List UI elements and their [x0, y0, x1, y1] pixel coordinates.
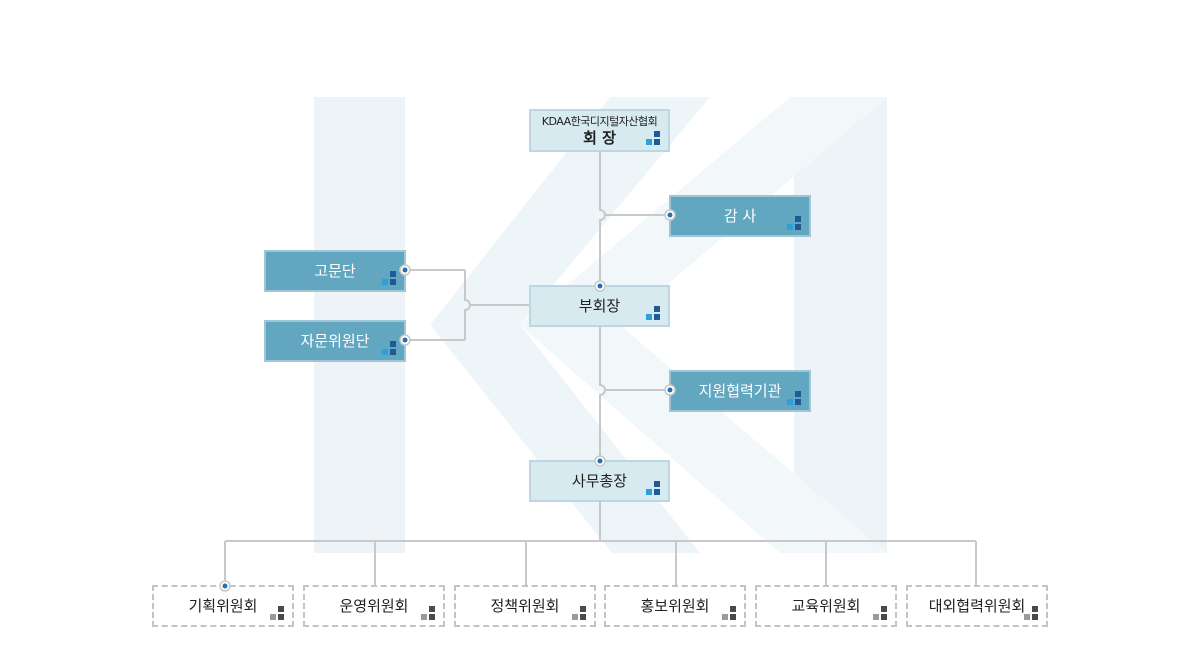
support-agency-label: 지원협력기관: [698, 382, 782, 400]
square-blocks-icon: [421, 606, 435, 620]
committee-box-education: 교육위원회: [755, 585, 897, 627]
square-blocks-icon: [382, 271, 396, 285]
committee-label: 운영위원회: [339, 597, 409, 615]
consulting-committee-label: 자문위원단: [300, 332, 370, 350]
committee-box-operations: 운영위원회: [303, 585, 445, 627]
secretary-general-label: 사무총장: [571, 472, 628, 490]
square-blocks-icon: [270, 606, 284, 620]
president-label: 회 장: [583, 128, 616, 147]
audit-label: 감 사: [723, 207, 757, 225]
committee-label: 기획위원회: [188, 597, 258, 615]
square-blocks-icon: [873, 606, 887, 620]
secretary-general-box: 사무총장: [529, 460, 670, 502]
consulting-committee-box: 자문위원단: [264, 320, 406, 362]
square-blocks-icon: [1024, 606, 1038, 620]
committee-label: 홍보위원회: [640, 597, 710, 615]
president-box: KDAA한국디지털자산협회 회 장: [529, 109, 670, 152]
square-blocks-icon: [572, 606, 586, 620]
advisory-group-box: 고문단: [264, 250, 406, 292]
square-blocks-icon: [646, 481, 660, 495]
committee-label: 교육위원회: [791, 597, 861, 615]
vice-president-label: 부회장: [578, 297, 621, 315]
committee-box-planning: 기획위원회: [152, 585, 294, 627]
committee-label: 정책위원회: [490, 597, 560, 615]
square-blocks-icon: [787, 216, 801, 230]
committee-box-policy: 정책위원회: [454, 585, 596, 627]
association-caption: KDAA한국디지털자산협회: [541, 114, 658, 128]
advisory-group-label: 고문단: [314, 262, 356, 280]
committee-box-pr: 홍보위원회: [604, 585, 746, 627]
committee-label: 대외협력위원회: [928, 597, 1026, 615]
vice-president-box: 부회장: [529, 285, 670, 327]
committee-box-external: 대외협력위원회: [906, 585, 1048, 627]
square-blocks-icon: [787, 391, 801, 405]
audit-box: 감 사: [669, 195, 811, 237]
k-watermark: [314, 97, 887, 553]
square-blocks-icon: [646, 131, 660, 145]
connector-lines: [224, 151, 977, 586]
square-blocks-icon: [382, 341, 396, 355]
square-blocks-icon: [646, 306, 660, 320]
square-blocks-icon: [722, 606, 736, 620]
support-agency-box: 지원협력기관: [669, 370, 811, 412]
